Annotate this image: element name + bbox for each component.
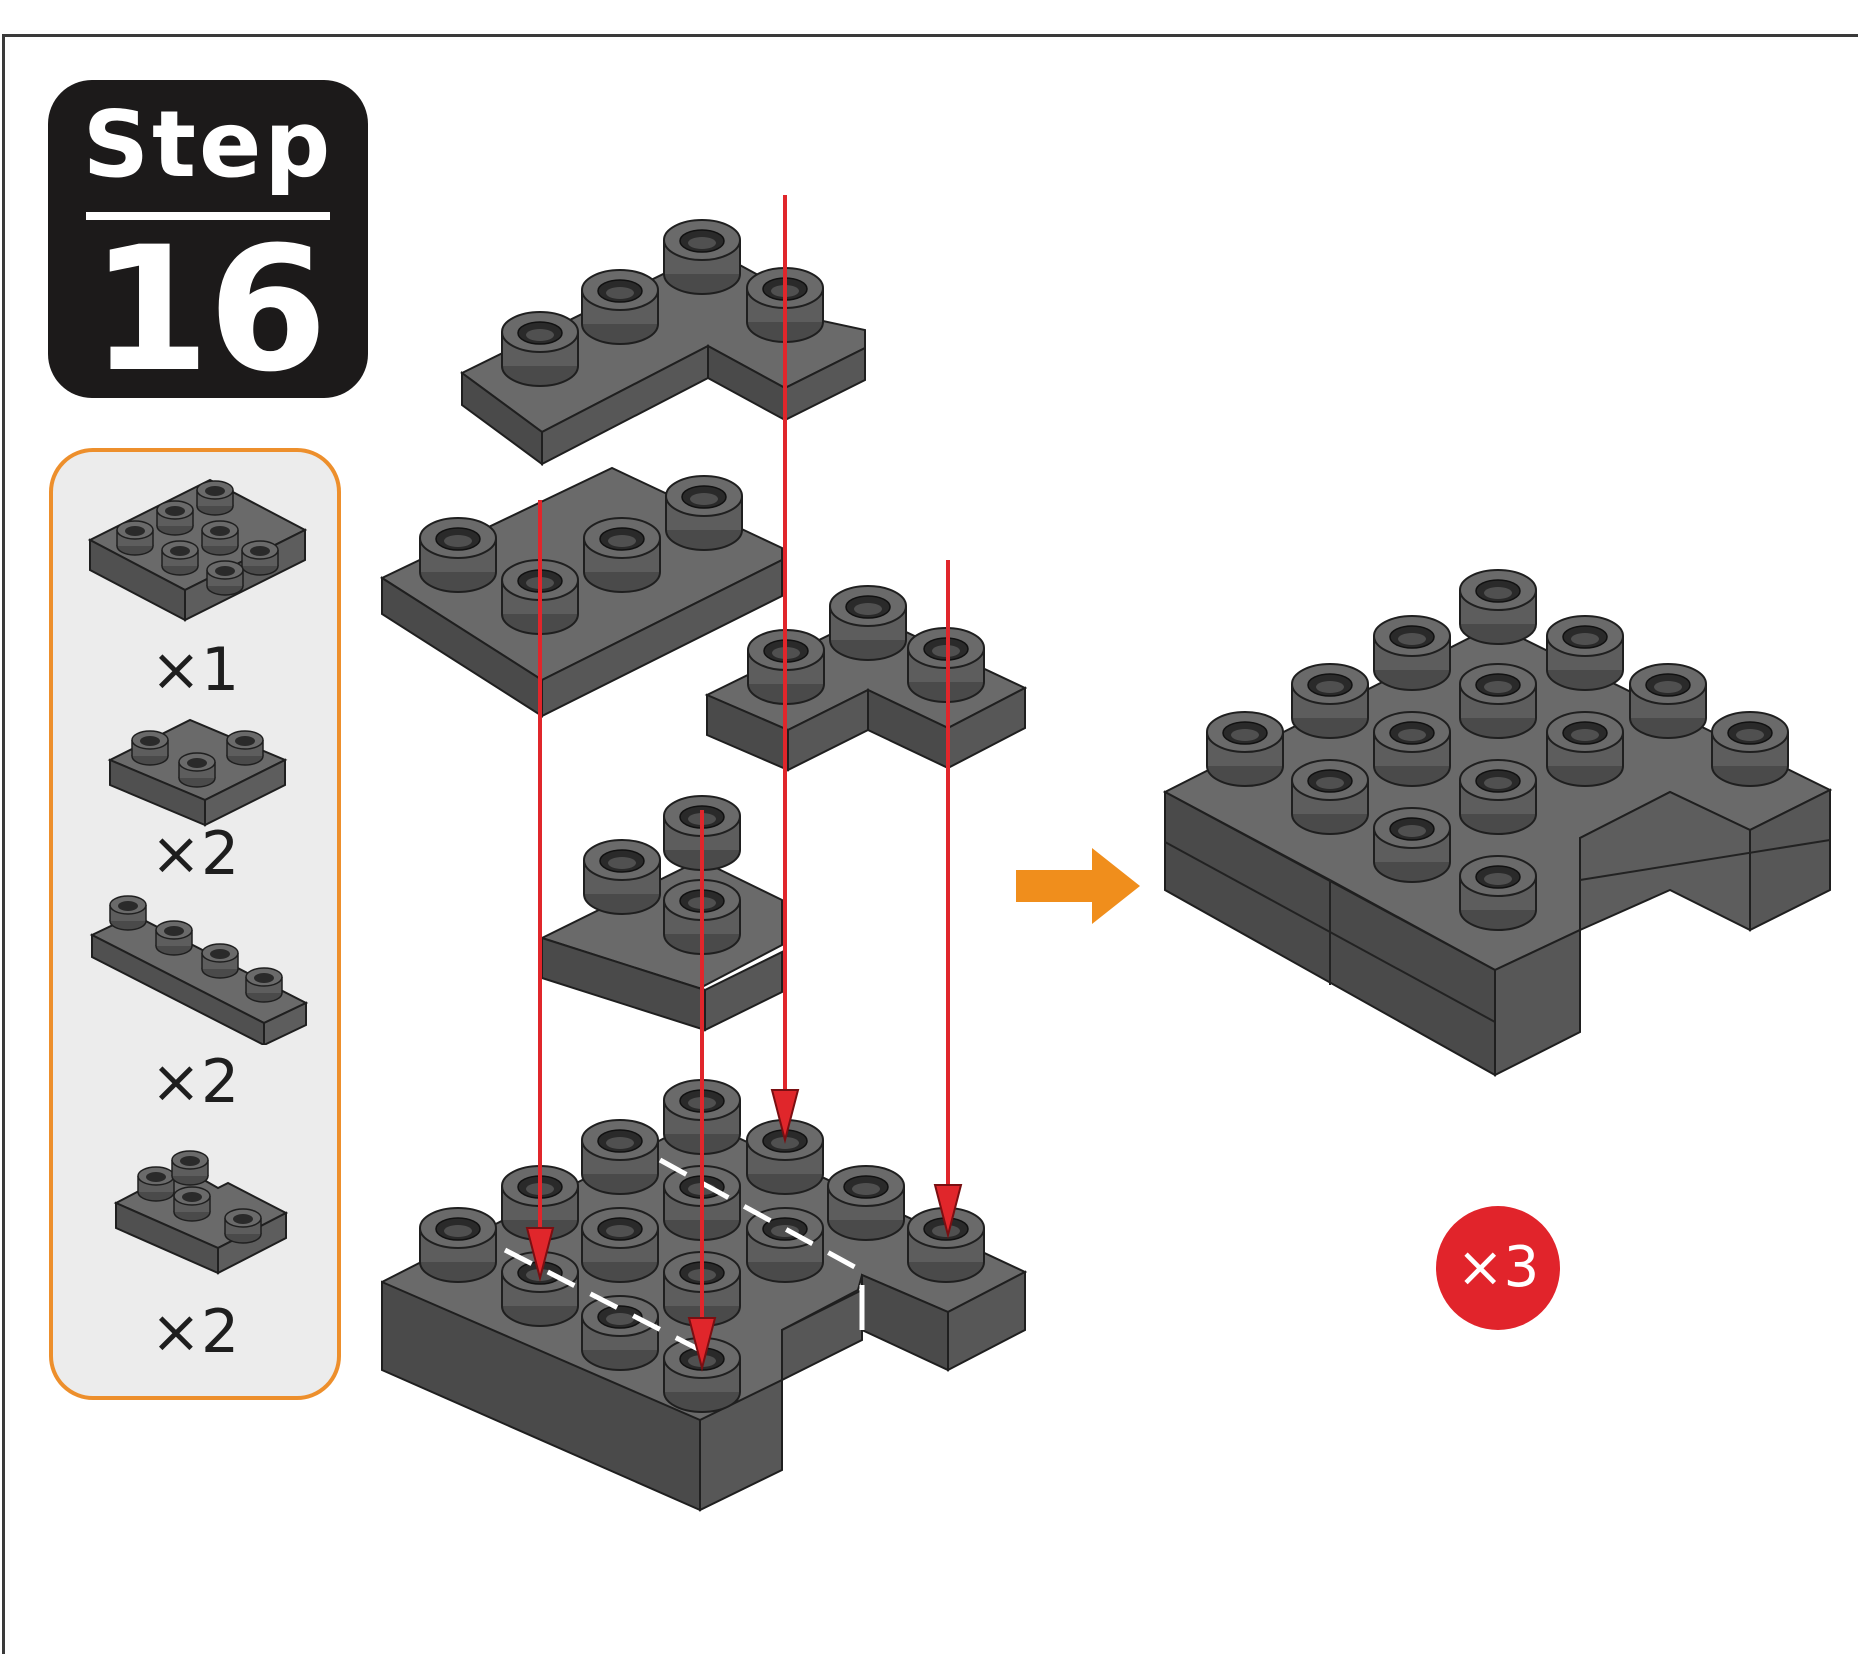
exploded-assembly-diagram: [0, 0, 1858, 1606]
finished-assembly: [1165, 570, 1830, 1075]
middle-left-plate: [382, 468, 782, 716]
top-l-plate: [462, 220, 865, 464]
repeat-count-badge: ×3: [1436, 1206, 1560, 1330]
middle-right-plate: [707, 586, 1025, 770]
next-arrow-icon: [1016, 848, 1140, 924]
small-step-plate: [542, 796, 782, 1030]
